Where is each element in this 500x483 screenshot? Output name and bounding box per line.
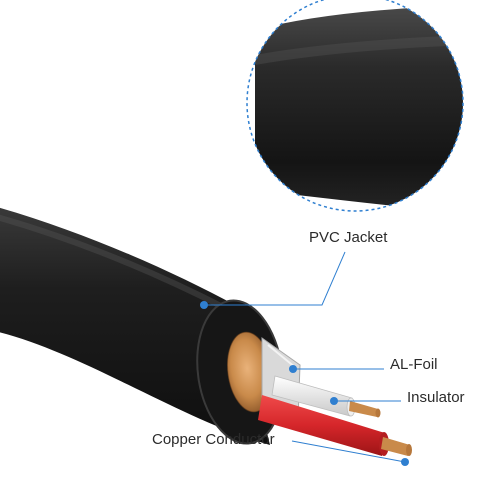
callout-copper-conductor [291,440,409,466]
white-wire [271,375,381,418]
callout-al-foil [289,365,384,373]
callout-insulator [330,397,401,405]
callout-dot [401,458,409,466]
label-copper-conductor: Copper Conductor [152,431,275,448]
cable-jacket [0,207,284,445]
red-wire [258,395,412,456]
label-al-foil: AL-Foil [390,356,438,373]
callout-dot [200,301,208,309]
callout-dot [330,397,338,405]
callout-pvc-jacket [200,251,346,309]
label-insulator: Insulator [407,389,465,406]
label-pvc-jacket: PVC Jacket [309,229,388,246]
zoom-circle [246,0,464,212]
callout-dot [289,365,297,373]
